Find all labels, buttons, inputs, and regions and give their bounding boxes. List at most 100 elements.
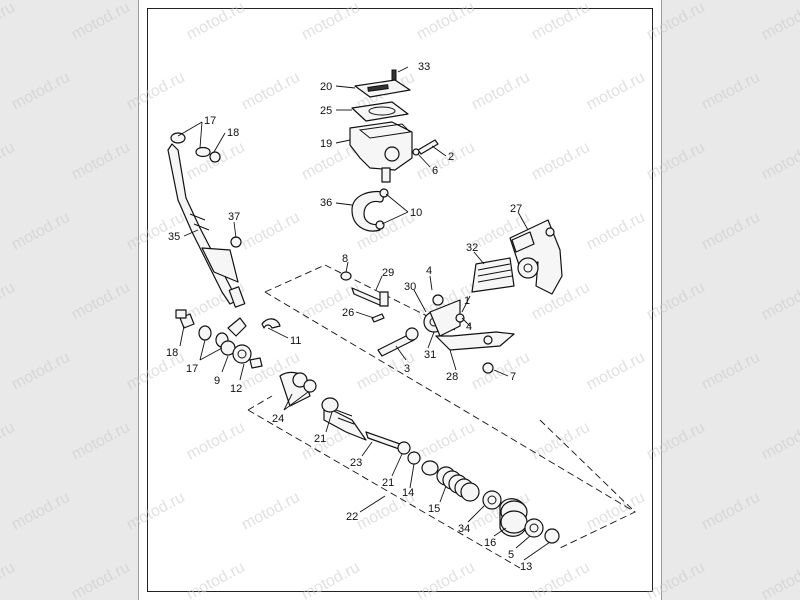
callout-9: 9 <box>214 375 220 387</box>
watermark-text: motod.ru <box>644 419 708 464</box>
watermark-text: motod.ru <box>69 279 133 324</box>
watermark-text: motod.ru <box>9 489 73 534</box>
watermark-text: motod.ru <box>699 489 763 534</box>
callout-11: 11 <box>290 335 301 347</box>
callout-20: 20 <box>320 81 332 93</box>
watermark-text: motod.ru <box>759 419 800 464</box>
callout-21-right: 21 <box>382 477 394 489</box>
watermark-text: motod.ru <box>584 209 648 254</box>
watermark-text: motod.ru <box>9 209 73 254</box>
watermark-text: motod.ru <box>414 0 478 44</box>
callout-2: 2 <box>448 151 454 163</box>
callout-32: 32 <box>466 242 478 254</box>
watermark-text: motod.ru <box>469 349 533 394</box>
watermark-text: motod.ru <box>469 69 533 114</box>
callout-18-top: 18 <box>227 127 239 139</box>
callout-16: 16 <box>484 537 496 549</box>
watermark-text: motod.ru <box>184 419 248 464</box>
watermark-text: motod.ru <box>0 419 18 464</box>
watermark-text: motod.ru <box>9 69 73 114</box>
callout-34: 34 <box>458 523 470 535</box>
callout-24: 24 <box>272 413 284 425</box>
callout-19: 19 <box>320 138 332 150</box>
drawing-frame <box>147 8 653 592</box>
callout-14: 14 <box>402 487 414 499</box>
watermark-text: motod.ru <box>584 349 648 394</box>
callout-7: 7 <box>510 371 516 383</box>
watermark-text: motod.ru <box>699 349 763 394</box>
watermark-text: motod.ru <box>644 0 708 44</box>
watermark-text: motod.ru <box>239 209 303 254</box>
callout-30: 30 <box>404 281 416 293</box>
callout-5: 5 <box>508 549 514 561</box>
watermark-text: motod.ru <box>124 69 188 114</box>
callout-17-bottom: 17 <box>186 363 198 375</box>
spring <box>436 466 480 502</box>
watermark-text: motod.ru <box>69 0 133 44</box>
watermark-text: motod.ru <box>184 0 248 44</box>
callout-18-bottom: 18 <box>166 347 178 359</box>
leader-lines <box>177 66 551 561</box>
watermark-text: motod.ru <box>699 209 763 254</box>
drawing-sheet <box>138 0 662 600</box>
watermark-text: motod.ru <box>239 489 303 534</box>
callout-6: 6 <box>432 165 438 177</box>
callout-8: 8 <box>342 253 348 265</box>
watermark-text: motod.ru <box>0 559 18 600</box>
watermark-text: motod.ru <box>644 559 708 600</box>
callout-numbers: 33 20 25 19 2 6 36 10 17 18 35 37 27 32 … <box>166 61 532 573</box>
watermark-text: motod.ru <box>759 139 800 184</box>
hose-assembly <box>167 132 281 369</box>
watermark-text: motod.ru <box>529 0 593 44</box>
watermark-text: motod.ru <box>9 349 73 394</box>
watermark-text: motod.ru <box>644 139 708 184</box>
callout-25: 25 <box>320 105 332 117</box>
callout-28: 28 <box>446 371 458 383</box>
watermark-text: motod.ru <box>699 69 763 114</box>
watermark-text: motod.ru <box>759 279 800 324</box>
callout-33: 33 <box>418 61 430 73</box>
assembly-outline <box>264 264 636 549</box>
watermark-text: motod.ru <box>584 69 648 114</box>
watermark-text: motod.ru <box>759 559 800 600</box>
callout-27: 27 <box>510 203 522 215</box>
watermark-text: motod.ru <box>299 0 363 44</box>
watermark-text: motod.ru <box>584 489 648 534</box>
inner-boundary <box>247 395 521 569</box>
callout-23: 23 <box>350 457 362 469</box>
watermark-text: motod.ru <box>414 139 478 184</box>
callout-12: 12 <box>230 383 242 395</box>
callout-37: 37 <box>228 211 240 223</box>
watermark-text: motod.ru <box>0 0 18 44</box>
watermark-text: motod.ru <box>414 559 478 600</box>
reservoir-assembly <box>349 69 439 232</box>
watermark-text: motod.ru <box>529 419 593 464</box>
callout-31: 31 <box>424 349 436 361</box>
watermark-text: motod.ru <box>69 419 133 464</box>
watermark-text: motod.ru <box>0 139 18 184</box>
watermark-text: motod.ru <box>184 559 248 600</box>
pivot-linkage <box>340 271 515 374</box>
callout-13: 13 <box>520 561 532 573</box>
callout-35: 35 <box>168 231 180 243</box>
brake-pedal <box>471 219 563 295</box>
callout-4-bottom: 4 <box>466 321 472 333</box>
callout-21-left: 21 <box>314 433 326 445</box>
callout-29: 29 <box>382 267 394 279</box>
callout-3: 3 <box>404 363 410 375</box>
watermark-text: motod.ru <box>529 139 593 184</box>
watermark-text: motod.ru <box>124 489 188 534</box>
callout-36: 36 <box>320 197 332 209</box>
callout-22: 22 <box>346 511 358 523</box>
watermark-text: motod.ru <box>69 139 133 184</box>
callout-15: 15 <box>428 503 440 515</box>
master-cylinder-internals <box>279 371 560 544</box>
watermark-text: motod.ru <box>239 69 303 114</box>
callout-1: 1 <box>464 295 470 307</box>
watermark-text: motod.ru <box>414 419 478 464</box>
watermark-text: motod.ru <box>644 279 708 324</box>
watermark-text: motod.ru <box>759 0 800 44</box>
callout-10: 10 <box>410 207 422 219</box>
watermark-text: motod.ru <box>69 559 133 600</box>
